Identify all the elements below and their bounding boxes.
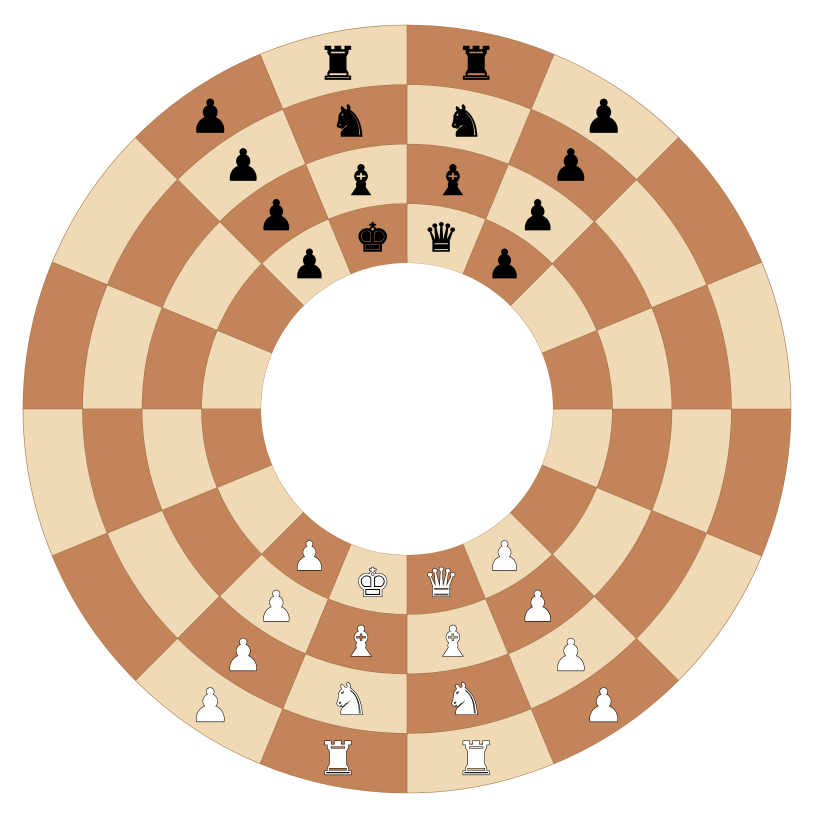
board-squares: [22, 24, 792, 794]
white-king[interactable]: ♚: [354, 560, 391, 607]
white-bishop-right[interactable]: ♝: [434, 617, 473, 667]
black-pawn-right-2[interactable]: ♟: [519, 191, 557, 241]
white-pawn-left-3[interactable]: ♟: [223, 630, 264, 682]
black-pawn-right-outer[interactable]: ♟: [583, 89, 625, 144]
black-rook-left[interactable]: ♜: [317, 36, 359, 91]
black-knight-left[interactable]: ♞: [329, 96, 369, 148]
black-pawn-right-inner[interactable]: ♟: [486, 242, 523, 289]
black-king[interactable]: ♚: [354, 215, 391, 262]
white-pawn-right-2[interactable]: ♟: [518, 582, 557, 632]
white-rook-left[interactable]: ♜: [317, 731, 359, 786]
black-bishop-right[interactable]: ♝: [434, 156, 472, 206]
black-knight-right[interactable]: ♞: [444, 96, 484, 148]
white-pawn-left-2[interactable]: ♟: [257, 582, 296, 632]
white-pawn-right-inner[interactable]: ♟: [486, 534, 523, 581]
white-bishop-left[interactable]: ♝: [342, 617, 381, 667]
black-pawn-left-inner[interactable]: ♟: [291, 242, 327, 289]
white-knight-right[interactable]: ♞: [444, 674, 485, 726]
white-queen[interactable]: ♛: [423, 560, 460, 607]
black-rook-right[interactable]: ♜: [455, 36, 497, 91]
black-pawn-left-outer[interactable]: ♟: [189, 89, 231, 144]
white-pawn-right-3[interactable]: ♟: [551, 630, 592, 682]
black-bishop-left[interactable]: ♝: [342, 156, 380, 206]
white-rook-right[interactable]: ♜: [455, 731, 497, 786]
board-square-r3-s15[interactable]: [259, 708, 408, 794]
black-pawn-right-3[interactable]: ♟: [551, 140, 591, 192]
board-pieces: ♜♞♝♚♜♞♝♛♟♟♟♟♟♟♟♟♜♞♝♚♜♞♝♛♟♟♟♟♟♟♟♟: [189, 36, 625, 786]
board-center-hole: [261, 263, 553, 555]
black-queen[interactable]: ♛: [423, 215, 459, 262]
black-pawn-left-3[interactable]: ♟: [223, 140, 263, 192]
black-pawn-left-2[interactable]: ♟: [257, 191, 295, 241]
white-pawn-left-outer[interactable]: ♟: [189, 678, 231, 733]
white-pawn-left-inner[interactable]: ♟: [291, 534, 328, 581]
white-pawn-right-outer[interactable]: ♟: [583, 678, 625, 733]
white-knight-left[interactable]: ♞: [329, 674, 370, 726]
